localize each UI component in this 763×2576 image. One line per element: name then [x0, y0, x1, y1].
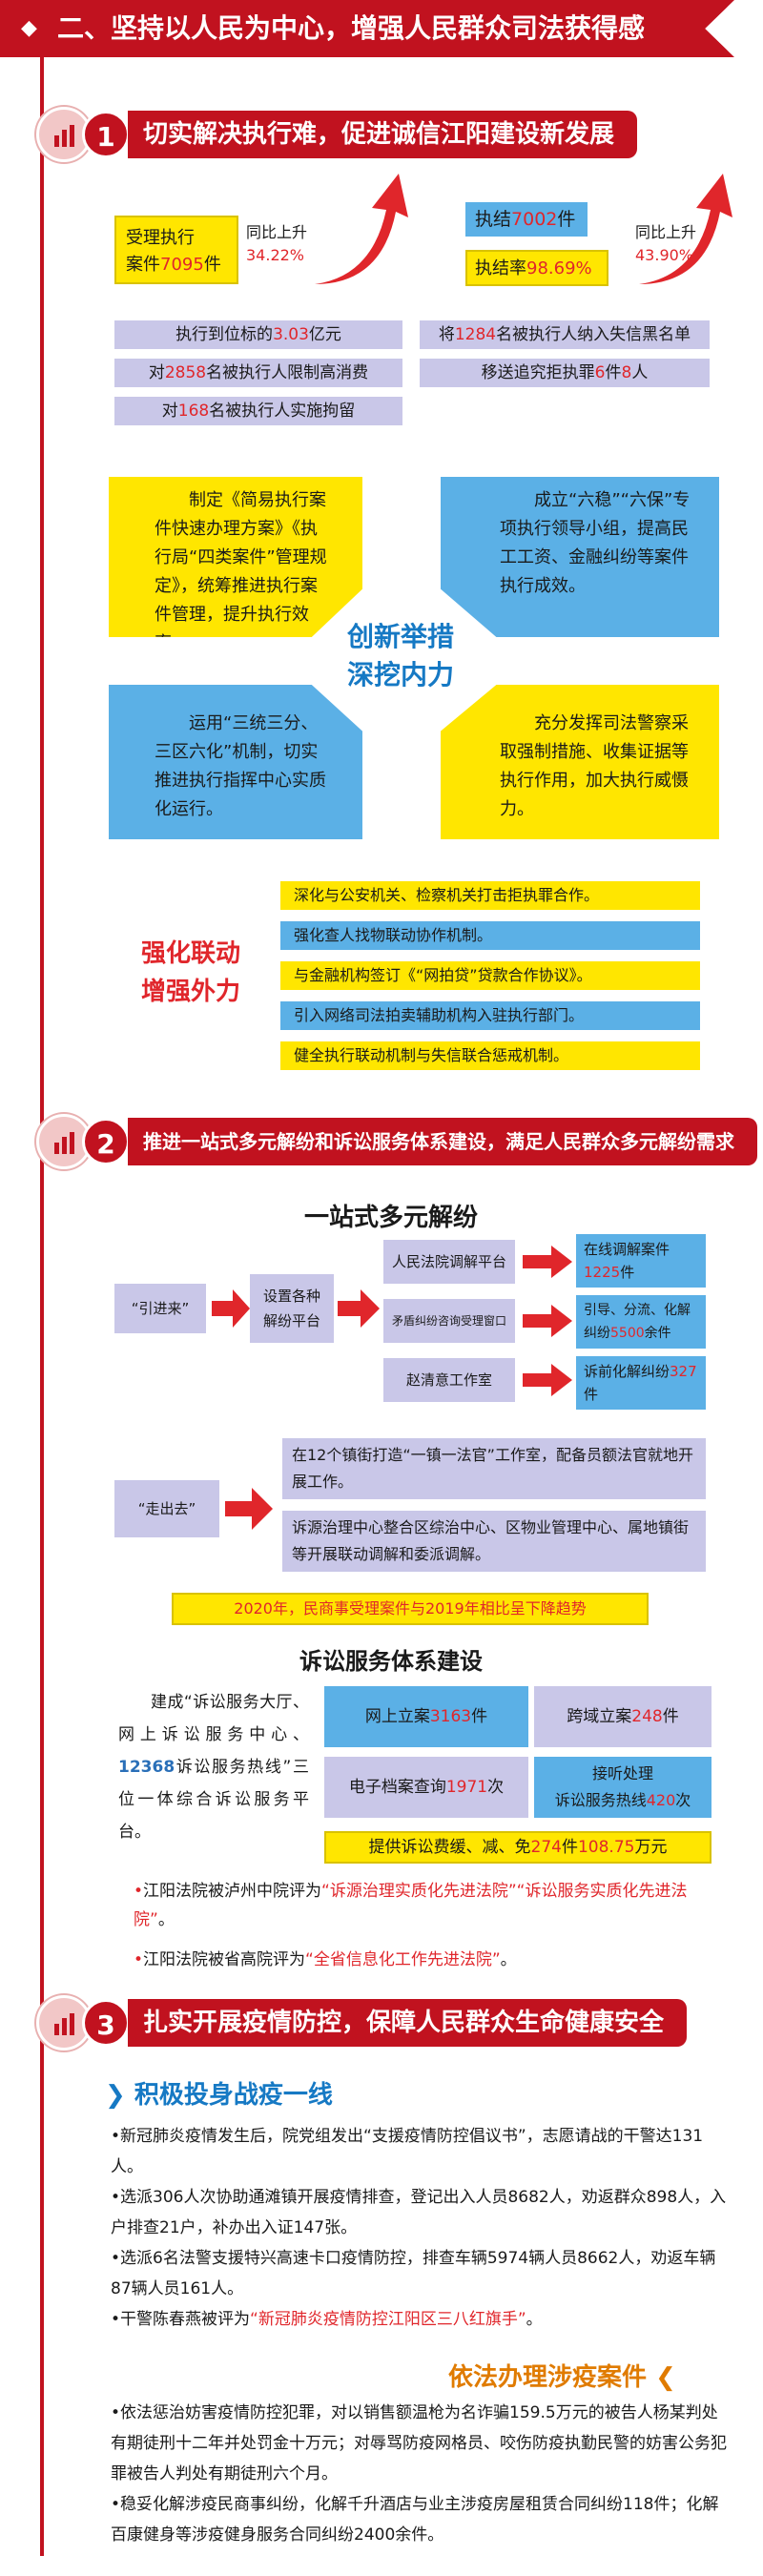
rate-box: 执结率98.69% [465, 250, 608, 286]
honor-1: •江阳法院被泸州中院评为“诉源治理实质化先进法院”“诉讼服务实质化先进法院”。 [134, 1882, 688, 1929]
star-icon: ◆ [21, 16, 37, 40]
arrow-right-icon [225, 1488, 273, 1530]
section-1-header: 1 切实解决执行难，促进诚信江阳建设新发展 [36, 107, 704, 162]
sub-title-2: 诉讼服务体系建设 [299, 1648, 483, 1675]
section-title: 推进一站式多元解纷和诉讼服务体系建设，满足人民群众多元解纷需求 [128, 1118, 757, 1165]
svc-1: 网上立案3163件 [324, 1686, 528, 1747]
rising-arrow-icon [315, 174, 408, 284]
quad-bottom-left: 运用“三统三分、三区六化”机制，切实推进执行指挥中心实质化运行。 [109, 685, 362, 839]
accept-value: 7095 [160, 255, 204, 275]
platform-2: 矛盾纠纷咨询受理窗口 [383, 1299, 515, 1343]
accept-value-line: 案件7095件 [126, 255, 221, 275]
section-2-header: 2 推进一站式多元解纷和诉讼服务体系建设，满足人民群众多元解纷需求 [36, 1114, 757, 1169]
link-item-5: 健全执行联动机制与失信联合惩戒机制。 [280, 1041, 700, 1070]
fact-4: 移送追究拒执罪6件8人 [420, 359, 710, 387]
rate-value: 98.69% [526, 258, 592, 278]
center-title: 创新举措 深挖内力 [346, 621, 454, 690]
svc-3: 电子档案查询1971次 [324, 1757, 528, 1818]
fact-5: 对168名被执行人实施拘留 [114, 397, 402, 425]
platform-box: 设置各种解纷平台 [250, 1274, 334, 1343]
svc-2: 跨域立案248件 [534, 1686, 711, 1747]
quad-top-right: 成立“六稳”“六保”专项执行领导小组，提高民工工资、金融纠纷等案件执行成效。 [441, 477, 719, 637]
yoy-1: 同比上升 34.22% [246, 221, 307, 267]
quad-top-left: 制定《简易执行案件快速办理方案》《执行局“四类案件”管理规定》，统筹推进执行案件… [109, 477, 362, 637]
section-number: 3 [82, 1999, 130, 2047]
platform-3: 赵清意工作室 [383, 1358, 515, 1402]
zouchuqu-box: “走出去” [114, 1480, 219, 1537]
link-item-3: 与金融机构签订《“网拍贷”贷款合作协议》。 [280, 961, 700, 990]
sub-title-4: 依法办理涉疫案件 ❮ [448, 2363, 676, 2392]
svc-text: 建成“诉讼服务大厅、网上诉讼服务中心、12368诉讼服务热线”三位一体综合诉讼服… [118, 1693, 309, 1842]
yoy-value-2: 43.90% [635, 246, 694, 264]
section-3-header: 3 扎实开展疫情防控，保障人民群众生命健康安全 [36, 1995, 704, 2050]
yinjinlai-box: “引进来” [114, 1284, 206, 1333]
accept-cases-box: 受理执行 案件7095件 [114, 216, 238, 284]
honor-2: •江阳法院被省高院评为“全省信息化工作先进法院”。 [134, 1950, 517, 1969]
chevron-left-icon: ❮ [647, 2363, 676, 2392]
svc-4: 接听处理诉讼服务热线420次 [534, 1757, 711, 1818]
fact-2: 将1284名被执行人纳入失信黑名单 [420, 320, 710, 349]
arrow-right-icon [523, 1246, 572, 1278]
case-item: •依法惩治妨害疫情防控犯罪，对以销售额温枪为名诈骗159.5万元的被告人杨某判处… [111, 2403, 727, 2483]
section-banner: ◆ 二、坚持以人民为中心，增强人民群众司法获得感 [0, 0, 734, 57]
rising-arrow-icon-2 [639, 174, 732, 284]
platform-1: 人民法院调解平台 [383, 1240, 515, 1284]
chevron-right-icon: ❯ [105, 2081, 134, 2110]
section-title: 切实解决执行难，促进诚信江阳建设新发展 [128, 111, 638, 158]
arrow-right-icon [523, 1364, 572, 1396]
case-list: •依法惩治妨害疫情防控犯罪，对以销售额温枪为名诈骗159.5万元的被告人杨某判处… [111, 2398, 731, 2550]
closed-value: 7002 [511, 209, 558, 230]
fact-3: 对2858名被执行人限制高消费 [114, 359, 402, 387]
section-number: 1 [82, 111, 130, 158]
link-item-4: 引入网络司法拍卖辅助机构入驻执行部门。 [280, 1001, 700, 1030]
section-number: 2 [82, 1118, 130, 1165]
yoy-value-1: 34.22% [246, 246, 305, 264]
timeline-line [40, 57, 44, 2556]
link-item-2: 强化查人找物联动协作机制。 [280, 921, 700, 950]
result-1: 在线调解案件1225件 [576, 1234, 706, 1288]
fact-1: 执行到位标的3.03亿元 [114, 320, 402, 349]
arrow-right-icon [338, 1289, 380, 1328]
arrow-right-icon [212, 1289, 250, 1328]
fight-item: •新冠肺炎疫情发生后，院党组发出“支援疫情防控倡议书”，志愿请战的干警达131人… [111, 2127, 704, 2176]
result-2: 引导、分流、化解纠纷5500余件 [576, 1295, 706, 1349]
arrow-right-icon [523, 1305, 572, 1337]
fight-item: •干警陈春燕被评为“新冠肺炎疫情防控江阳区三八红旗手”。 [111, 2310, 543, 2329]
fight-list: •新冠肺炎疫情发生后，院党组发出“支援疫情防控倡议书”，志愿请战的干警达131人… [111, 2121, 731, 2335]
zouchuqu-1: 在12个镇街打造“一镇一法官”工作室，配备员额法官就地开展工作。 [282, 1438, 706, 1499]
closed-box: 执结7002件 [465, 202, 588, 237]
zouchuqu-2: 诉源治理中心整合区综治中心、区物业管理中心、属地镇街等开展联动调解和委派调解。 [282, 1511, 706, 1572]
quad-bottom-right: 充分发挥司法警察采取强制措施、收集证据等执行作用，加大执行威慑力。 [441, 685, 719, 839]
result-3: 诉前化解纠纷327件 [576, 1356, 706, 1410]
accept-label: 受理执行 [126, 228, 195, 248]
link-item-1: 深化与公安机关、检察机关打击拒执罪合作。 [280, 881, 700, 910]
linkage-title: 强化联动 增强外力 [140, 939, 240, 1006]
banner-title: 二、坚持以人民为中心，增强人民群众司法获得感 [57, 12, 646, 44]
case-item: •稳妥化解涉疫民商事纠纷，化解千升酒店与业主涉疫房屋租赁合同纠纷118件；化解百… [111, 2495, 719, 2545]
trend-note: 2020年，民商事受理案件与2019年相比呈下降趋势 [172, 1593, 649, 1625]
fight-item: •选派306人次协助通滩镇开展疫情排查，登记出入人员8682人，劝返群众898人… [111, 2188, 727, 2237]
sub-title-3: ❯ 积极投身战疫一线 [105, 2081, 333, 2110]
yoy-2: 同比上升 43.90% [635, 221, 696, 267]
fee-box: 提供诉讼费缓、减、免274件108.75万元 [324, 1831, 711, 1864]
section-title: 扎实开展疫情防控，保障人民群众生命健康安全 [128, 1999, 688, 2047]
sub-title-1: 一站式多元解纷 [303, 1204, 478, 1232]
fight-item: •选派6名法警支援特兴高速卡口疫情防控，排查车辆5974辆人员8662人，劝返车… [111, 2249, 716, 2298]
